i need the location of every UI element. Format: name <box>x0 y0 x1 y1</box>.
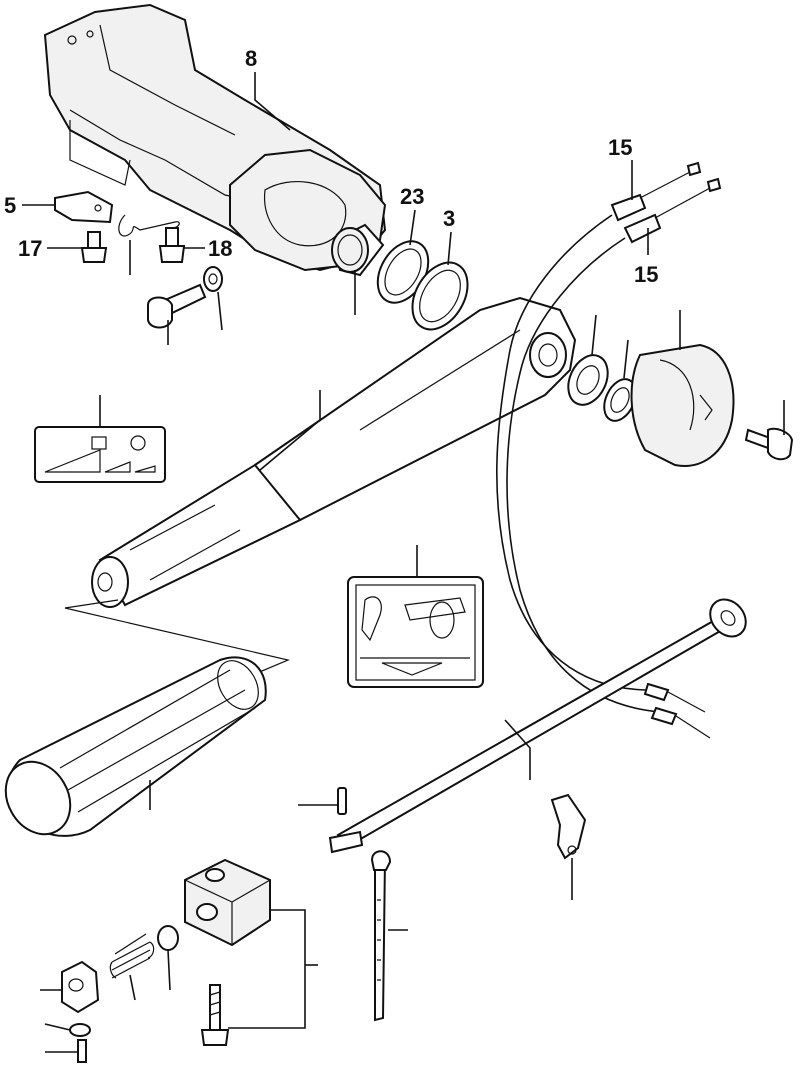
part-11-knob <box>61 960 100 1014</box>
part-21-screw <box>77 1039 87 1063</box>
part-22-washer <box>203 266 223 292</box>
part-19-screw <box>158 227 186 263</box>
part-10-rod <box>328 598 747 854</box>
decal-29 <box>347 576 484 688</box>
part-8-housing <box>43 3 387 272</box>
part-2-bearing <box>567 354 609 406</box>
part-1-tube <box>91 296 577 608</box>
part-5-plate <box>54 190 114 224</box>
callout-15-bottom: 15 <box>634 262 658 287</box>
part-20-bolt <box>744 427 794 461</box>
decal-28 <box>34 426 166 483</box>
part-23-washer <box>69 1023 91 1037</box>
callout-labels: 8 15 5 23 3 17 18 15 15 15 15 15 15 16 1… <box>4 46 658 287</box>
part-15-cables <box>496 161 722 739</box>
part-16-spring <box>118 214 180 237</box>
callout-5: 5 <box>4 193 16 218</box>
part-9-grip <box>4 656 267 837</box>
callout-18: 17 <box>18 236 42 261</box>
part-3-ring <box>411 261 469 331</box>
part-12-clip <box>157 925 179 951</box>
part-17-bolt <box>147 283 207 329</box>
part-13-pin <box>337 787 347 815</box>
callout-8: 8 <box>245 46 257 71</box>
part-27-clip <box>550 793 587 860</box>
part-24-ring <box>376 240 430 304</box>
part-26-tie <box>370 850 392 1022</box>
callout-19: 18 <box>208 236 232 261</box>
callout-3: 3 <box>443 206 455 231</box>
part-14-block <box>184 858 271 1046</box>
part-4-bushing <box>331 223 385 277</box>
callout-24: 23 <box>400 184 424 209</box>
callout-15-top: 15 <box>608 135 632 160</box>
part-7-cap <box>630 343 735 467</box>
assembly-line <box>64 599 290 677</box>
leader-lines <box>22 72 785 1053</box>
part-25-spring <box>109 933 155 979</box>
part-18-screw <box>80 231 108 263</box>
